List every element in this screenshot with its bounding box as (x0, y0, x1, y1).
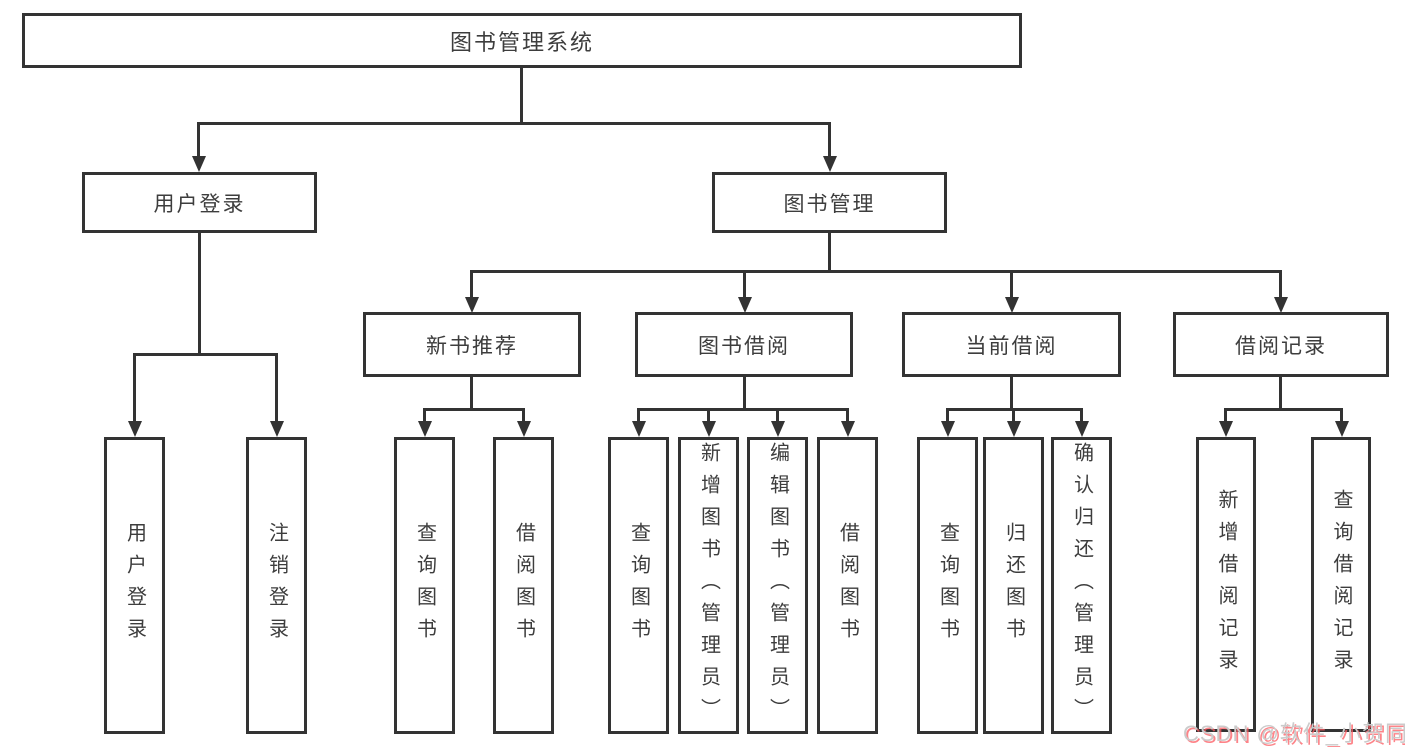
connector-line (637, 408, 849, 411)
leaf-query-books-current: 查询图书 (917, 437, 978, 734)
leaf-add-books-admin: 新增图书（管理员） (678, 437, 739, 734)
arrow-down-icon (1224, 408, 1227, 421)
connector-line (1279, 377, 1282, 411)
arrow-down-icon (846, 408, 849, 421)
arrow-down-icon (470, 270, 473, 297)
arrow-down-icon (743, 270, 746, 297)
arrow-down-icon (1340, 408, 1343, 421)
leaf-query-books-recommend: 查询图书 (394, 437, 455, 734)
arrow-down-icon (776, 408, 779, 421)
leaf-borrow-books: 借阅图书 (817, 437, 878, 734)
arrow-down-icon (1010, 270, 1013, 297)
connector-line (520, 68, 523, 125)
node-borrowing-records: 借阅记录 (1173, 312, 1389, 377)
leaf-confirm-return-admin: 确认归还（管理员） (1051, 437, 1112, 734)
node-library-management-system: 图书管理系统 (22, 13, 1022, 68)
leaf-add-borrow-record: 新增借阅记录 (1196, 437, 1256, 732)
leaf-query-books-borrow: 查询图书 (608, 437, 669, 734)
connector-line (197, 122, 831, 125)
node-book-management: 图书管理 (712, 172, 947, 233)
node-new-book-recommend: 新书推荐 (363, 312, 581, 377)
leaf-logout: 注销登录 (246, 437, 307, 734)
arrow-down-icon (707, 408, 710, 421)
leaf-return-books: 归还图书 (983, 437, 1044, 734)
connector-line (470, 377, 473, 411)
arrow-down-icon (133, 353, 136, 421)
connector-line (1010, 377, 1013, 411)
connector-line (828, 233, 831, 273)
leaf-edit-books-admin: 编辑图书（管理员） (747, 437, 808, 734)
connector-line (198, 233, 201, 356)
arrow-down-icon (275, 353, 278, 421)
arrow-down-icon (423, 408, 426, 421)
connector-line (743, 377, 746, 411)
arrow-down-icon (1279, 270, 1282, 297)
connector-line (423, 408, 525, 411)
connector-line (470, 270, 1281, 273)
csdn-watermark: CSDN @软件_小贺同学 (1183, 721, 1405, 746)
arrow-down-icon (637, 408, 640, 421)
node-book-borrowing: 图书借阅 (635, 312, 853, 377)
arrow-down-icon (828, 122, 831, 156)
arrow-down-icon (946, 408, 949, 421)
node-current-borrowing: 当前借阅 (902, 312, 1121, 377)
leaf-query-borrow-record: 查询借阅记录 (1311, 437, 1371, 732)
arrow-down-icon (522, 408, 525, 421)
node-user-login: 用户登录 (82, 172, 317, 233)
connector-line (133, 353, 278, 356)
arrow-down-icon (1012, 408, 1015, 421)
connector-line (1224, 408, 1343, 411)
leaf-borrow-books-recommend: 借阅图书 (493, 437, 554, 734)
arrow-down-icon (1080, 408, 1083, 421)
arrow-down-icon (197, 122, 200, 156)
leaf-user-login: 用户登录 (104, 437, 165, 734)
